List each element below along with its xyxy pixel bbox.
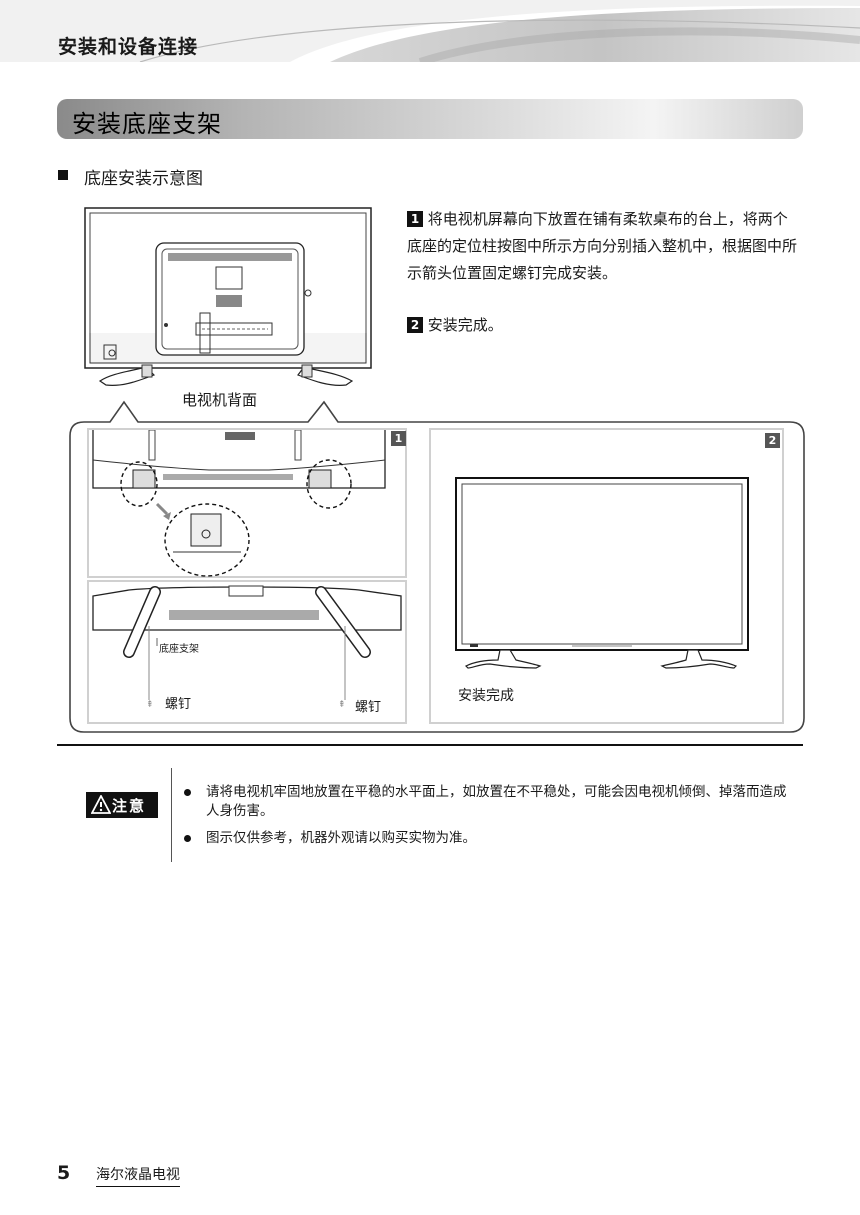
bullet-icon <box>184 835 191 842</box>
page-number: 5 <box>57 1162 71 1184</box>
tv-back-illustration <box>84 207 372 386</box>
step-1-number: 1 <box>407 211 423 227</box>
install-complete-label: 安装完成 <box>458 688 514 704</box>
caution-notes: 请将电视机牢固地放置在平稳的水平面上，如放置在不平稳处，可能会因电视机倾倒、掉落… <box>184 783 794 856</box>
caution-note-text: 图示仅供参考，机器外观请以购买实物为准。 <box>206 830 476 846</box>
caution-badge: 注意 <box>86 792 158 818</box>
step-2-number: 2 <box>407 317 423 333</box>
caution-note: 图示仅供参考，机器外观请以购买实物为准。 <box>184 829 794 848</box>
panel-1-badge: 1 <box>391 431 406 446</box>
caution-label: 注意 <box>112 797 147 815</box>
caution-note: 请将电视机牢固地放置在平稳的水平面上，如放置在不平稳处，可能会因电视机倾倒、掉落… <box>184 783 794 821</box>
section-title-bar <box>57 99 803 139</box>
step-1-text: 将电视机屏幕向下放置在铺有柔软桌布的台上，将两个底座的定位柱按图中所示方向分别插… <box>407 210 798 282</box>
panel-1-top-drawing <box>92 430 386 577</box>
step-2-text: 安装完成。 <box>427 316 503 334</box>
caution-note-text: 请将电视机牢固地放置在平稳的水平面上，如放置在不平稳处，可能会因电视机倾倒、掉落… <box>206 784 787 819</box>
panel-1-top <box>87 428 407 578</box>
panel-2-badge: 2 <box>765 433 780 448</box>
caution-divider <box>171 768 172 862</box>
step-1: 1 将电视机屏幕向下放置在铺有柔软桌布的台上，将两个底座的定位柱按图中所示方向分… <box>407 206 797 287</box>
section-title: 安装底座支架 <box>72 110 222 138</box>
step-2: 2 安装完成。 <box>407 313 503 337</box>
panel-2 <box>429 428 784 724</box>
subheading: 底座安装示意图 <box>84 169 203 189</box>
tv-back-label: 电视机背面 <box>182 391 258 409</box>
stand-label: 底座支架 <box>159 644 199 655</box>
chapter-title: 安装和设备连接 <box>58 36 199 58</box>
subheading-bullet-icon <box>58 170 68 180</box>
divider-line <box>57 744 803 746</box>
screw-right-arrow-icon: ⇞ <box>338 700 346 710</box>
panel-1-bottom <box>87 580 407 724</box>
screw-left-label: 螺钉 <box>165 697 192 712</box>
tv-front-illustration <box>455 477 749 669</box>
bullet-icon <box>184 789 191 796</box>
panel-1-bottom-drawing <box>92 585 402 700</box>
screw-left-arrow-icon: ⇞ <box>146 700 154 710</box>
header-decoration <box>0 0 860 62</box>
screw-right-label: 螺钉 <box>355 700 382 715</box>
warning-icon <box>91 795 111 814</box>
footer-brand: 海尔液晶电视 <box>96 1164 180 1187</box>
